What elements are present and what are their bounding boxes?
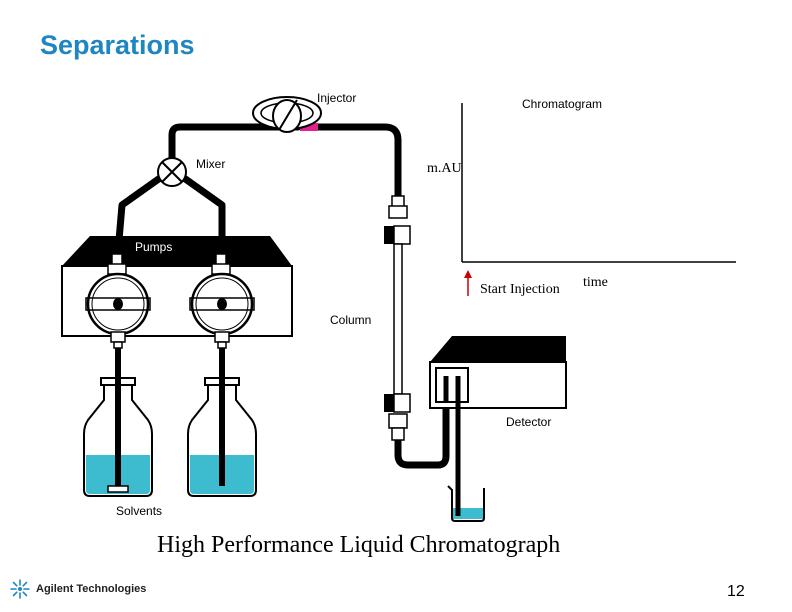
- chromatogram-axes: [461, 103, 736, 263]
- x-axis-label: time: [583, 275, 608, 290]
- injector-valve-icon: [252, 96, 322, 133]
- injector-label: Injector: [317, 91, 357, 105]
- mixer-valve-icon: [157, 157, 187, 187]
- waste-beaker-icon: [447, 485, 485, 522]
- mixer-label: Mixer: [196, 157, 226, 171]
- solvents-label: Solvents: [116, 504, 163, 518]
- chromatogram-label: Chromatogram: [522, 97, 603, 111]
- column-icon: [384, 195, 411, 441]
- start-injection-arrow: [464, 270, 472, 296]
- left-pump-icon: [85, 253, 151, 349]
- injector-port: [300, 123, 318, 131]
- company-logo: Agilent Technologies: [10, 579, 146, 599]
- pumps-label: Pumps: [135, 240, 173, 254]
- y-axis-label: m.AU: [427, 161, 462, 176]
- column-label: Column: [330, 313, 372, 327]
- detector-label: Detector: [506, 415, 552, 429]
- slide-caption: High Performance Liquid Chromatograph: [157, 532, 561, 558]
- slide-title: Separations: [40, 30, 195, 60]
- right-pump-icon: [189, 253, 255, 349]
- left-solvent-bottle-icon: [83, 348, 153, 497]
- company-name: Agilent Technologies: [36, 583, 147, 595]
- start-injection-label: Start Injection: [480, 282, 560, 297]
- detector-icon: [429, 336, 567, 514]
- right-solvent-bottle-icon: [187, 348, 257, 497]
- page-number: 12: [727, 583, 745, 600]
- agilent-spark-icon: [10, 579, 30, 599]
